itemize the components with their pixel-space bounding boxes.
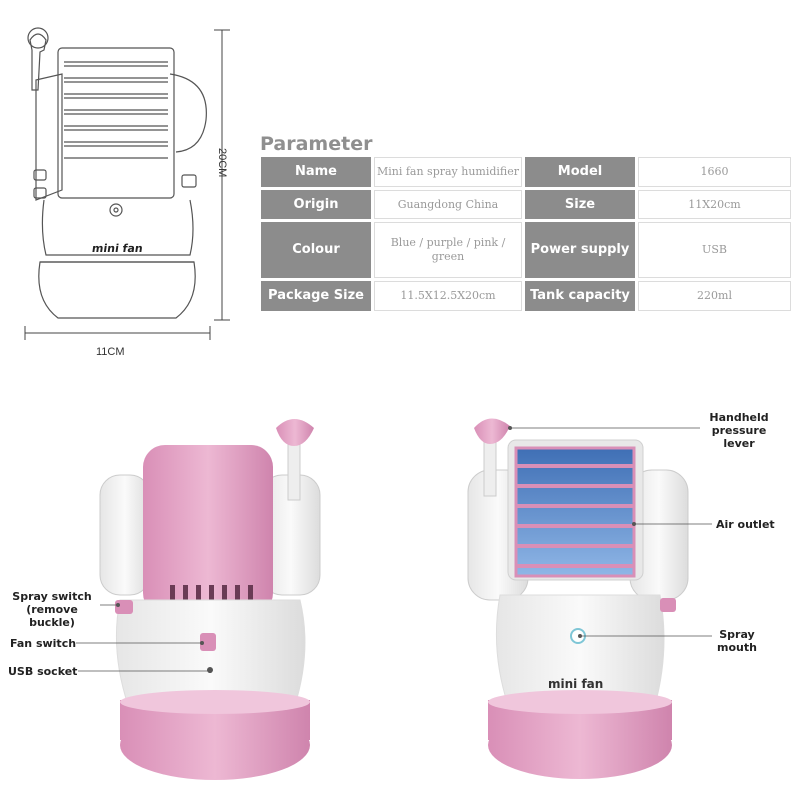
width-label: 11CM [96,346,125,358]
callout-air-outlet: Air outlet [716,518,775,531]
callout-spray-switch: Spray switch (remove buckle) [12,590,92,629]
param-key: Size [525,189,635,220]
param-key: Name [261,157,371,187]
param-key: Origin [261,189,371,220]
callout-usb-socket: USB socket [8,665,78,678]
param-value: 11X20cm [638,189,791,220]
photo-brand-text: mini fan [548,677,604,691]
dimension-drawing [24,27,230,340]
param-value: 11.5X12.5X20cm [374,281,522,311]
callout-spray-mouth: Spray mouth [717,628,757,654]
param-key: Tank capacity [525,281,635,311]
param-key: Model [525,157,635,187]
param-value: USB [638,222,791,279]
table-row: Origin Guangdong China Size 11X20cm [261,189,791,220]
table-row: Package Size 11.5X12.5X20cm Tank capacit… [261,281,791,311]
param-key: Power supply [525,222,635,279]
fan-front-view [467,418,689,779]
height-label: 20CM [216,148,228,178]
fan-back-view [99,419,321,780]
param-key: Colour [261,222,371,279]
param-key: Package Size [261,281,371,311]
callout-pressure-lever: Handheld pressure lever [709,411,769,450]
param-value: 1660 [638,157,791,187]
param-value: Mini fan spray humidifier [374,157,522,187]
param-value: Guangdong China [374,189,522,220]
table-row: Colour Blue / purple / pink / green Powe… [261,222,791,279]
table-row: Name Mini fan spray humidifier Model 166… [261,157,791,187]
sketch-brand-text: mini fan [91,242,144,255]
param-value: Blue / purple / pink / green [374,222,522,279]
callout-fan-switch: Fan switch [10,637,77,650]
product-photos [76,418,712,780]
parameter-table: Name Mini fan spray humidifier Model 166… [258,154,794,314]
param-value: 220ml [638,281,791,311]
parameter-title: Parameter [260,133,373,155]
